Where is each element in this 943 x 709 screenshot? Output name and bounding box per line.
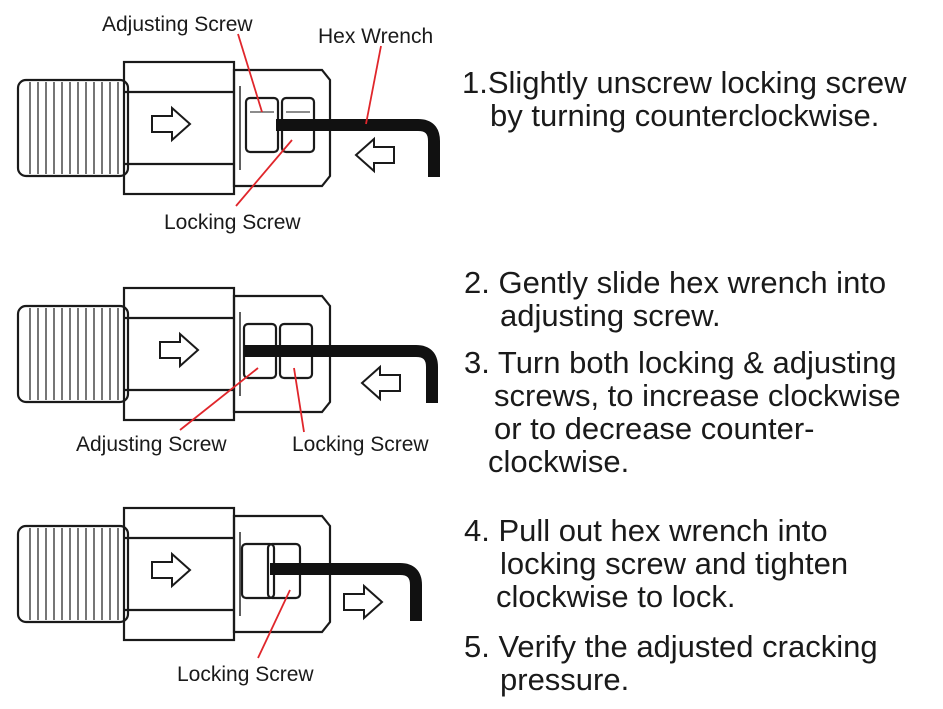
valve-body-3 — [16, 506, 332, 642]
hex-wrench-2 — [244, 345, 438, 403]
step-2-line-1: 2. Gently slide hex wrench into — [464, 265, 887, 300]
step-5-line-2: pressure. — [500, 662, 630, 697]
leader-adjusting-screw-1 — [237, 33, 263, 113]
leader-locking-screw-3 — [257, 589, 291, 659]
step-3-line-2: screws, to increase clockwise — [494, 378, 901, 413]
flow-arrow-1 — [151, 105, 192, 143]
thread-lines-1 — [29, 82, 119, 174]
thread-lines-2 — [29, 308, 119, 400]
flow-arrow-3 — [151, 551, 192, 589]
label-locking-screw-1: Locking Screw — [164, 211, 301, 234]
step-3-line-1: 3. Turn both locking & adjusting — [464, 345, 897, 380]
hex-wrench-1 — [276, 119, 440, 177]
step-3: 3. Turn both locking & adjusting screws,… — [464, 346, 901, 478]
leader-hex-wrench-1 — [365, 45, 382, 125]
leader-locking-screw-2 — [293, 367, 305, 433]
label-adjusting-screw-1: Adjusting Screw — [102, 13, 253, 36]
step-3-line-3: or to decrease counter- — [494, 411, 815, 446]
hex-wrench-3 — [270, 563, 422, 621]
step-4-line-2: locking screw and tighten — [500, 546, 849, 581]
step-5: 5. Verify the adjusted cracking pressure… — [464, 630, 878, 696]
insert-arrow-2 — [360, 364, 401, 402]
step-1-line-2: by turning counterclockwise. — [490, 98, 880, 133]
label-locking-screw-3: Locking Screw — [177, 663, 314, 686]
valve-illustration-3 — [16, 506, 422, 659]
step-1-line-1: 1.Slightly unscrew locking screw — [462, 65, 907, 100]
step-1: 1.Slightly unscrew locking screw by turn… — [462, 66, 907, 132]
leader-adjusting-screw-2 — [179, 367, 259, 431]
valve-illustration-2 — [16, 286, 438, 433]
insert-arrow-1 — [354, 136, 395, 174]
step-4-line-3: clockwise to lock. — [496, 579, 736, 614]
thread-lines-3 — [29, 528, 119, 620]
step-2-line-2: adjusting screw. — [500, 298, 721, 333]
pull-arrow-3 — [343, 583, 384, 621]
step-5-line-1: 5. Verify the adjusted cracking — [464, 629, 878, 664]
label-locking-screw-2: Locking Screw — [292, 433, 429, 456]
leader-locking-screw-1 — [235, 139, 293, 207]
valve-illustration-1 — [16, 33, 440, 207]
step-4: 4. Pull out hex wrench into locking scre… — [464, 514, 848, 613]
step-4-line-1: 4. Pull out hex wrench into — [464, 513, 828, 548]
label-hex-wrench-1: Hex Wrench — [318, 25, 434, 48]
valve-body-1 — [16, 60, 332, 196]
label-adjusting-screw-2: Adjusting Screw — [76, 433, 227, 456]
step-2: 2. Gently slide hex wrench into adjustin… — [464, 266, 886, 332]
flow-arrow-2 — [159, 331, 200, 369]
step-3-line-4: clockwise. — [488, 444, 630, 479]
